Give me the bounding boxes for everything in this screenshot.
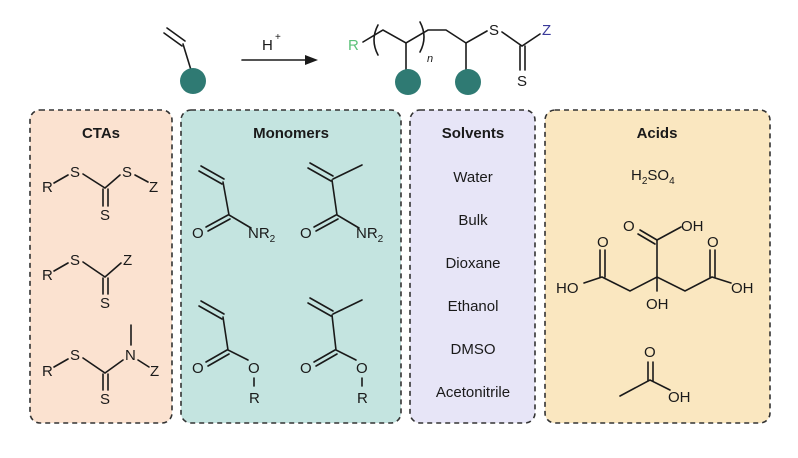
citric-acid: O OH O O HO OH OH <box>556 218 754 313</box>
reagent-charge: + <box>275 32 281 43</box>
solvent-dioxane: Dioxane <box>445 255 500 272</box>
repeat-n-label: n <box>427 53 433 65</box>
monomers-panel <box>180 109 402 424</box>
ctas-title: CTAs <box>82 125 120 142</box>
acrylate: O O R <box>192 300 260 407</box>
svg-text:R: R <box>42 267 53 284</box>
svg-text:O: O <box>707 234 719 251</box>
svg-text:O: O <box>644 344 656 361</box>
sulfur-label: S <box>489 22 499 39</box>
svg-text:O: O <box>597 234 609 251</box>
svg-text:R: R <box>357 390 368 407</box>
trithiocarbonate: R S S Z S <box>42 164 158 224</box>
thione-sulfur-label: S <box>517 73 527 90</box>
solvent-acetonitrile: Acetonitrile <box>436 384 510 401</box>
monomers-title: Monomers <box>253 125 329 142</box>
svg-text:O: O <box>356 360 368 377</box>
acrylamide: O NR2 <box>192 165 276 245</box>
solvents-panel <box>409 109 536 424</box>
acetic-acid: O OH <box>619 344 691 406</box>
svg-text:OH: OH <box>681 218 704 235</box>
solvents-group: Solvents Water Bulk Dioxane Ethanol DMSO… <box>436 125 510 401</box>
svg-text:S: S <box>100 391 110 408</box>
vinyl-monomer <box>163 27 206 94</box>
solvent-dmso: DMSO <box>451 341 496 358</box>
ctas-group: CTAs R S S Z S R S Z S R S N Z S <box>42 125 159 408</box>
svg-text:Z: Z <box>123 252 132 269</box>
polymer-product: R n S Z S <box>348 21 551 95</box>
svg-text:S: S <box>122 164 132 181</box>
reagent-label: H <box>262 37 273 54</box>
svg-text:S: S <box>100 207 110 224</box>
solvent-ethanol: Ethanol <box>448 298 499 315</box>
svg-text:NR2: NR2 <box>356 225 384 245</box>
svg-text:O: O <box>300 225 312 242</box>
dithioester: R S Z S <box>42 252 132 312</box>
svg-text:HO: HO <box>556 280 579 297</box>
acids-title: Acids <box>637 125 678 142</box>
svg-text:S: S <box>100 295 110 312</box>
svg-text:NR2: NR2 <box>248 225 276 245</box>
polymer-bead <box>395 69 421 95</box>
svg-text:O: O <box>623 218 635 235</box>
sulfuric-acid-label: H2SO4 <box>631 167 675 187</box>
solvent-bulk: Bulk <box>458 212 488 229</box>
svg-text:S: S <box>70 164 80 181</box>
r-group-label: R <box>348 37 359 54</box>
reaction-scheme: H + R n S Z S <box>163 21 551 95</box>
solvent-water: Water <box>453 169 492 186</box>
acids-group: Acids H2SO4 O OH O O HO OH OH O OH <box>556 125 754 406</box>
ctas-panel <box>29 109 173 424</box>
svg-text:O: O <box>248 360 260 377</box>
svg-text:O: O <box>300 360 312 377</box>
svg-text:N: N <box>125 347 136 364</box>
solvents-title: Solvents <box>442 125 505 142</box>
svg-text:OH: OH <box>731 280 754 297</box>
svg-text:O: O <box>192 225 204 242</box>
svg-text:OH: OH <box>646 296 669 313</box>
svg-text:Z: Z <box>149 179 158 196</box>
methacrylate: O O R <box>300 297 368 407</box>
dithiocarbamate: R S N Z S <box>42 324 159 408</box>
svg-text:R: R <box>42 363 53 380</box>
monomers-group: Monomers O NR2 O NR2 O O R <box>192 125 384 407</box>
svg-text:OH: OH <box>668 389 691 406</box>
svg-text:Z: Z <box>150 363 159 380</box>
svg-text:O: O <box>192 360 204 377</box>
z-group-label: Z <box>542 22 551 39</box>
svg-text:R: R <box>42 179 53 196</box>
polymer-bead <box>455 69 481 95</box>
monomer-bead <box>180 68 206 94</box>
svg-text:S: S <box>70 347 80 364</box>
methacrylamide: O NR2 <box>300 162 384 245</box>
svg-text:R: R <box>249 390 260 407</box>
reaction-arrow: H + <box>241 32 318 65</box>
svg-text:S: S <box>70 252 80 269</box>
